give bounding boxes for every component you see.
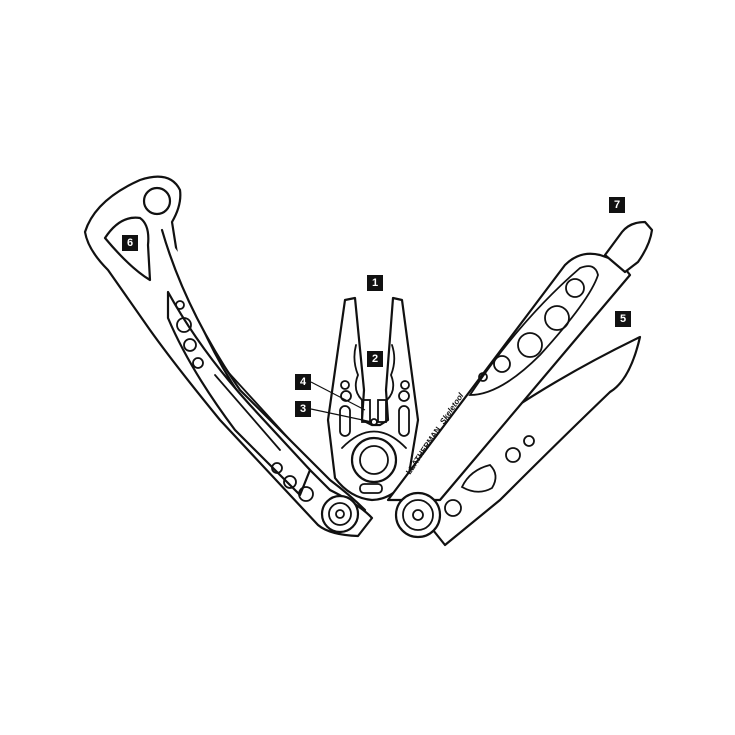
callout-4-badge: 4 xyxy=(295,374,311,390)
callout-3-badge: 3 xyxy=(295,401,311,417)
left-handle-carabiner xyxy=(83,175,374,538)
callout-7-badge: 7 xyxy=(609,197,625,213)
callout-2-badge: 2 xyxy=(367,351,383,367)
callout-5-badge: 5 xyxy=(615,311,631,327)
callout-1-badge: 1 xyxy=(367,275,383,291)
callout-6-badge: 6 xyxy=(122,235,138,251)
right-handle-bit-driver: LEATHERMAN Skeletool xyxy=(386,220,654,539)
